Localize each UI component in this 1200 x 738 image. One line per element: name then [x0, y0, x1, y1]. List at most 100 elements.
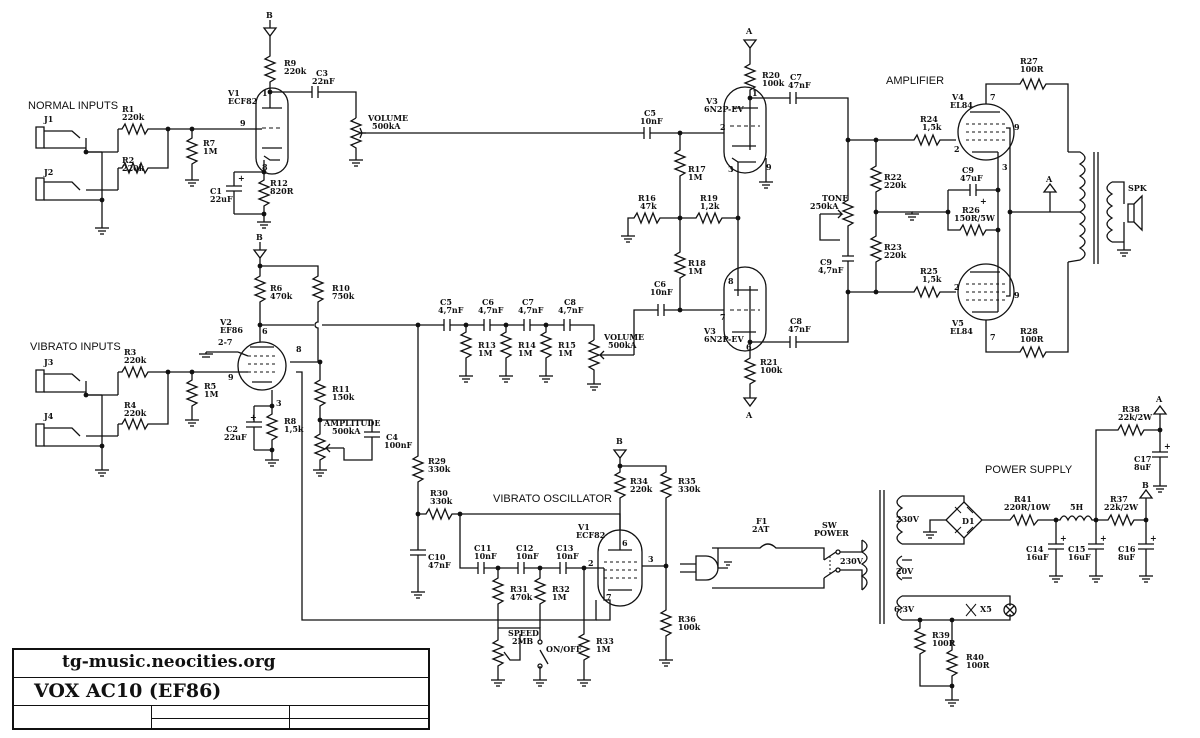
r19-ref: R19 [700, 193, 718, 203]
r23-ref: R23 [884, 242, 902, 252]
r37-value: 22k/2W [1104, 502, 1139, 512]
rail-a-arrow-bottom [742, 397, 758, 408]
r37-ref: R37 [1110, 494, 1128, 504]
r5-ref: R5 [204, 381, 216, 391]
resistor-r28 [985, 262, 1069, 359]
c14-value: 16uF [1026, 552, 1049, 562]
svg-text:+: + [1100, 533, 1107, 543]
svg-text:+: + [980, 196, 987, 206]
r32-value: 1M [552, 592, 567, 602]
power-switch: SW POWER [814, 520, 849, 579]
r18-value: 1M [688, 266, 703, 276]
c8b-ref: C8 [790, 316, 802, 326]
capacitor-c7-47n [750, 92, 849, 140]
r28-ref: R28 [1020, 326, 1038, 336]
wire [848, 139, 876, 293]
section-vibrato-oscillator: VIBRATO OSCILLATOR [493, 493, 612, 505]
resistor-r40 [945, 620, 959, 700]
resistor-r16 [627, 211, 680, 236]
capacitor-c9-47u [948, 184, 998, 196]
v3-ref: V3 [705, 96, 718, 106]
r33-ref: R33 [596, 636, 614, 646]
c11-value: 10nF [474, 551, 497, 561]
title-row-url: tg-music.neocities.org [14, 650, 428, 678]
r35-value: 330k [678, 484, 701, 494]
resistor-r2 [118, 128, 250, 175]
c5-ref: C5 [440, 297, 452, 307]
r34-value: 220k [630, 484, 653, 494]
fuse-ref: F1 [756, 516, 767, 526]
r25-ref: R25 [920, 266, 938, 276]
sw-ref: SW [822, 520, 838, 530]
c9b-value: 47uF [960, 173, 983, 183]
jack-j2: J2 [35, 167, 102, 201]
r26-value: 150R/5W [954, 213, 996, 223]
vo-pin: 2 [588, 558, 594, 568]
jack-j4-label: J4 [43, 411, 54, 421]
tube-v1-oscillator: V1 ECF82 6 3 2 7 [576, 522, 654, 607]
r21-value: 100k [760, 365, 783, 375]
r11-value: 150k [332, 392, 355, 402]
v2-pin: 9 [228, 372, 234, 382]
diode-label: D1 [962, 516, 975, 526]
r5-value: 1M [204, 389, 219, 399]
volume2-value: 500kA [608, 340, 637, 350]
wire [206, 351, 249, 357]
pilot-lamp [1003, 603, 1017, 617]
v4-pin: 2 [954, 144, 960, 154]
capacitor-c14 [1048, 520, 1064, 576]
v4-type: EL84 [950, 100, 973, 110]
v3-pin: 2 [720, 122, 726, 132]
r16-ref: R16 [638, 193, 656, 203]
jack-j4: J4 [35, 411, 102, 447]
r15-value: 1M [558, 348, 573, 358]
v4-pin: 7 [990, 92, 996, 102]
v3b-type: 6N2P-EV [704, 334, 744, 344]
r3-value: 220k [124, 355, 147, 365]
c7b-value: 47nF [788, 80, 811, 90]
v1o-type: ECF82 [576, 530, 605, 540]
title-block: tg-music.neocities.org VOX AC10 (EF86) [12, 648, 430, 730]
resistor-r1 [118, 122, 168, 136]
resistor-r27 [985, 77, 1069, 152]
v3-pin: 7 [720, 312, 726, 322]
rail-b-arrow [252, 249, 268, 260]
c5b-ref: C5 [644, 108, 656, 118]
v2-pin: 2-7 [218, 337, 232, 347]
r4-ref: R4 [124, 400, 137, 410]
rail-a-label: A [745, 26, 753, 36]
jack-j3: J3 [35, 357, 102, 396]
svg-text:+: + [1150, 533, 1157, 543]
r24-value: 1,5k [922, 122, 942, 132]
c7-ref: C7 [522, 297, 534, 307]
v5-pin: 2 [954, 282, 960, 292]
amplitude-value: 500kA [332, 426, 361, 436]
v2-pin: 8 [296, 344, 302, 354]
tube-v3: V3 6N2P-EV V3 6N2P-EV 2 1 3 9 8 7 6 [703, 86, 772, 352]
fuse-value: 2AT [752, 524, 769, 534]
mains-plug [680, 548, 732, 581]
power-transformer: 230V 20V 6,3V [860, 490, 920, 624]
vo-pin: 6 [622, 538, 628, 548]
resistor-r15 [539, 325, 553, 376]
tr-230-label: 230V [896, 514, 920, 524]
v5-pin: 9 [1014, 290, 1020, 300]
r36-ref: R36 [678, 614, 696, 624]
c10-value: 47nF [428, 560, 451, 570]
wire [86, 129, 119, 191]
r2-value: 220k [122, 163, 145, 173]
r14-value: 1M [518, 348, 533, 358]
resistor-r12 [234, 160, 271, 215]
r1-value: 220k [122, 112, 145, 122]
c3-ref: C3 [316, 68, 328, 78]
site-url: tg-music.neocities.org [62, 652, 276, 672]
v3-pin: 3 [728, 164, 734, 174]
r26-ref: R26 [962, 205, 980, 215]
rail-a-label: A [1045, 174, 1053, 184]
v3-pin: 9 [766, 162, 772, 172]
v1o-ref: V1 [577, 522, 590, 532]
c6b-ref: C6 [654, 279, 666, 289]
choke-label: 5H [1070, 502, 1084, 512]
r3-ref: R3 [124, 347, 137, 357]
